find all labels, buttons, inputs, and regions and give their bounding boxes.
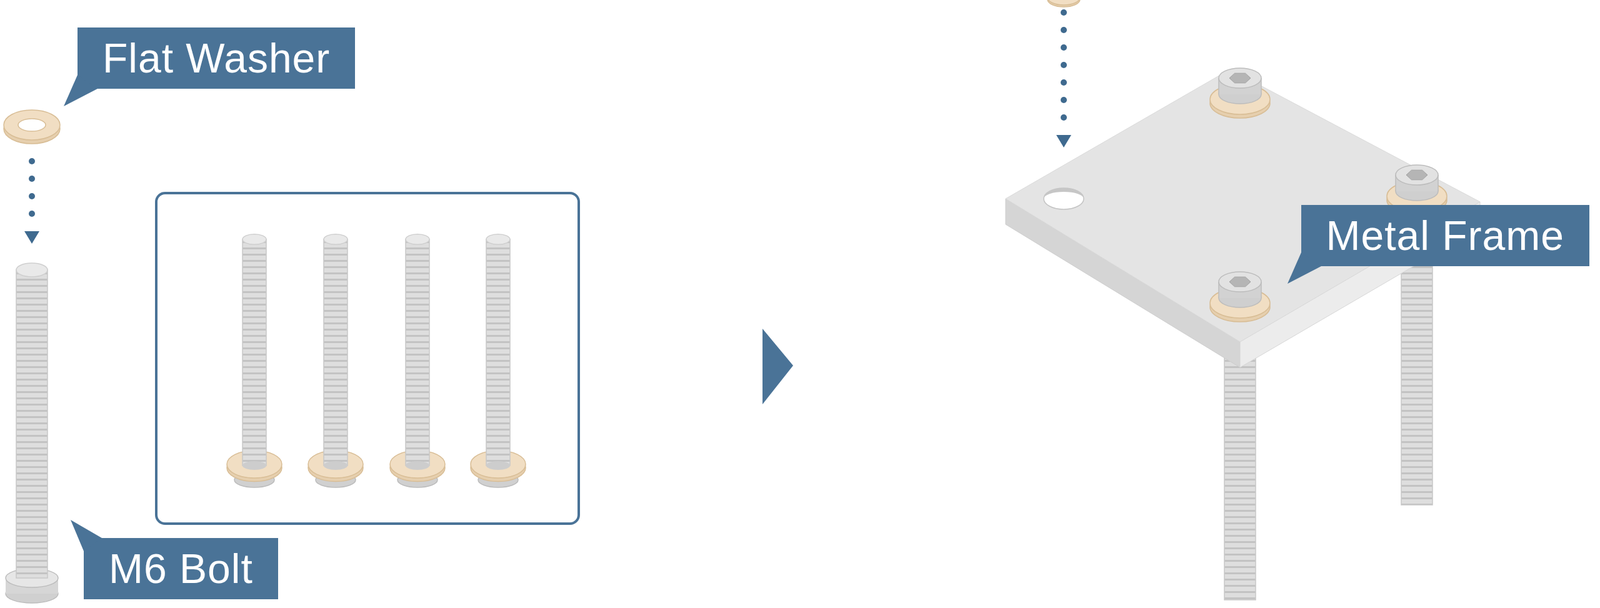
- callout-pointer: [70, 520, 106, 553]
- bolt-tip: [486, 234, 510, 245]
- bolt-thread: [16, 270, 48, 579]
- bolt-thread: [486, 239, 510, 466]
- bolt-collar: [486, 461, 510, 470]
- bolt-thread: [323, 239, 348, 466]
- part-callout: Flat Washer: [77, 27, 355, 89]
- bolt-thread: [1401, 250, 1433, 505]
- guide-dot: [1060, 96, 1067, 104]
- callout-pointer: [63, 75, 99, 108]
- guide-dot: [28, 210, 35, 217]
- guide-dot: [1060, 61, 1067, 69]
- callout-pointer: [1287, 252, 1323, 285]
- part-callout: M6 Bolt: [83, 538, 279, 600]
- bolt-thread: [405, 239, 430, 466]
- guide-dot: [1060, 44, 1067, 51]
- bolt-head-top: [1218, 68, 1262, 89]
- step-arrow: [762, 328, 794, 405]
- guide-dot: [1060, 114, 1067, 121]
- guide-dot: [1060, 9, 1067, 16]
- flat-washer: [1047, 0, 1080, 5]
- hex-socket: [1229, 276, 1251, 287]
- guide-dot: [28, 193, 35, 200]
- part-callout: Metal Frame: [1301, 205, 1590, 267]
- bolt-collar: [405, 461, 430, 470]
- guide-dot: [1060, 79, 1067, 86]
- hex-socket: [1406, 170, 1428, 180]
- flat-washer: [3, 110, 60, 140]
- hex-socket: [1229, 73, 1251, 84]
- bolt-set: [226, 234, 526, 488]
- washer-hole: [18, 118, 46, 132]
- guide-arrowhead: [24, 231, 40, 244]
- parts-box: [156, 193, 579, 524]
- guide-dot: [28, 175, 35, 182]
- bolt-head-top: [1395, 165, 1439, 185]
- bolt-tip: [242, 234, 267, 245]
- guide-dot: [1060, 26, 1067, 34]
- bolt-tip: [405, 234, 430, 245]
- bolt-thread: [242, 239, 267, 466]
- guide-arrowhead: [1056, 135, 1072, 148]
- bolt-collar: [242, 461, 267, 470]
- bolt-tip: [16, 263, 48, 277]
- empty-hole: [1043, 188, 1084, 210]
- metal-frame-assembly: [1005, 0, 1480, 600]
- hole-shadow: [1043, 188, 1084, 199]
- bolt-washer-exploded: [3, 110, 60, 604]
- bolt-tip: [323, 234, 348, 245]
- guide-dot: [28, 158, 35, 165]
- bolt-collar: [323, 461, 348, 470]
- bolt-thread: [1224, 350, 1256, 600]
- bolt-head-top: [1218, 271, 1262, 292]
